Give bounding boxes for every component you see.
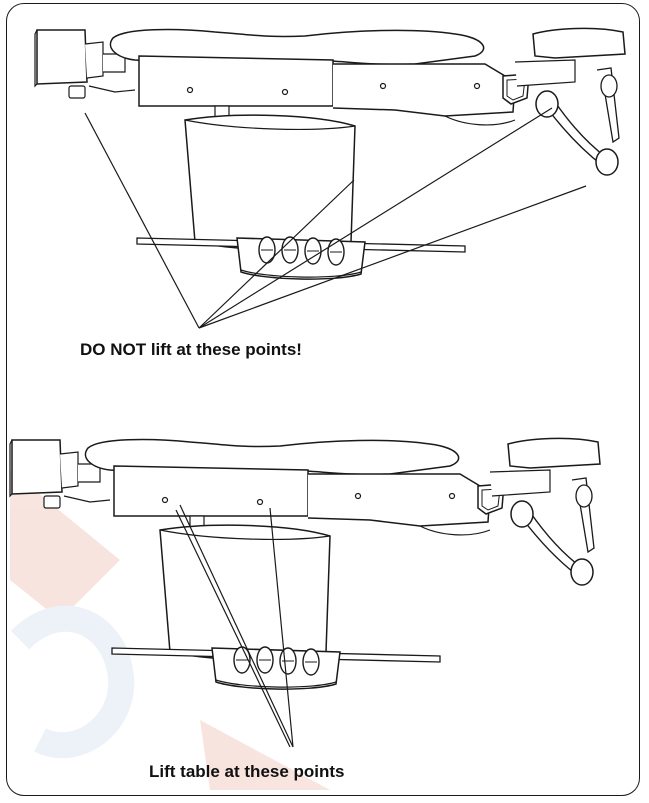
page-frame (6, 3, 640, 796)
warning-caption: DO NOT lift at these points! (80, 340, 302, 359)
leader-lines-top (84, 107, 587, 329)
table-illustration-top (34, 27, 626, 280)
watermark (10, 470, 330, 790)
leader-lines-bottom (175, 504, 294, 748)
lift-points-caption: Lift table at these points (149, 762, 345, 781)
